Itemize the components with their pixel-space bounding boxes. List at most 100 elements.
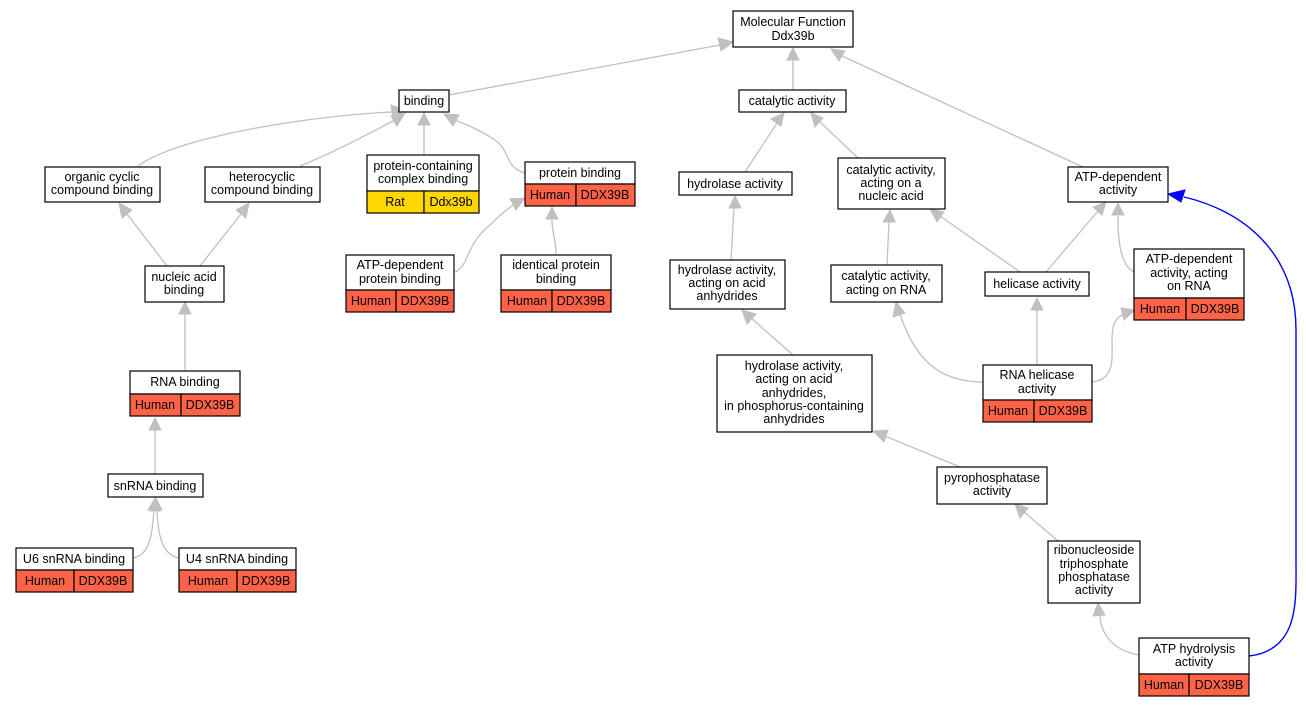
node-label: catalytic activity,	[841, 269, 930, 283]
edge-arrow	[786, 46, 800, 61]
node-protein-containing-complex-binding[interactable]: protein-containing complex binding Rat D…	[366, 154, 480, 214]
edge-acidanh-hydrolase	[730, 207, 735, 261]
node-atp-dependent-activity[interactable]: ATP-dependent activity	[1067, 166, 1169, 203]
node-label: ATP-dependent	[357, 258, 444, 272]
gene-cell-human	[1188, 673, 1250, 697]
gene-cell-human	[73, 569, 134, 593]
edge-arrow	[829, 48, 846, 62]
node-label: snRNA binding	[114, 479, 197, 493]
node-ribonucleoside-triphosphate-phosphatase-activity[interactable]: ribonucleoside triphosphate phosphatase …	[1047, 540, 1141, 604]
edge-rnahel-catrna	[899, 313, 984, 383]
gene-cell-human	[180, 393, 241, 417]
node-molecular-function[interactable]: Molecular Function Ddx39b	[732, 10, 854, 48]
node-label: binding	[404, 94, 444, 108]
edge-arrow	[417, 111, 431, 126]
node-label: ATP hydrolysis	[1153, 642, 1235, 656]
edge-helicase-atpdep	[1045, 210, 1099, 273]
node-label: catalytic activity	[749, 94, 837, 108]
edge-helicase-catnucleic	[939, 215, 1021, 273]
species-label: Human	[988, 404, 1028, 418]
node-label: acting on RNA	[846, 283, 927, 297]
node-catalytic-acting-on-rna[interactable]: catalytic activity, acting on RNA	[830, 264, 943, 303]
edge-arrow	[717, 37, 735, 52]
edge-arrow-highlight	[1166, 189, 1186, 203]
node-atp-dependent-protein-binding[interactable]: ATP-dependent protein binding Human DDX3…	[345, 254, 455, 313]
edge-pyro-phos	[884, 435, 961, 468]
node-label: Molecular Function	[740, 15, 846, 29]
node-snrna-binding[interactable]: snRNA binding	[107, 473, 204, 498]
node-label: heterocyclic	[229, 170, 295, 184]
edge-arrow	[810, 112, 824, 129]
node-hydrolase-acting-on-acid-anhydrides[interactable]: hydrolase activity, acting on acid anhyd…	[669, 259, 786, 310]
node-atp-hydrolysis-activity[interactable]: ATP hydrolysis activity Human DDX39B	[1138, 637, 1250, 697]
gene-label: DDX39B	[1195, 678, 1244, 692]
gene-cell-rat	[423, 190, 480, 214]
edge-arrow	[235, 202, 250, 219]
node-label: protein binding	[539, 166, 621, 180]
node-organic-cyclic-compound-binding[interactable]: organic cyclic compound binding	[44, 166, 161, 203]
edge-rnahel-atprna	[1090, 313, 1125, 383]
node-label: activity	[1099, 183, 1138, 197]
species-label: Human	[25, 574, 65, 588]
edge-arrow	[442, 113, 460, 127]
node-rna-helicase-activity[interactable]: RNA helicase activity Human DDX39B	[982, 364, 1093, 423]
edge-arrow	[882, 208, 896, 223]
node-label: anhydrides,	[762, 386, 827, 400]
edges	[118, 37, 1297, 657]
node-label: nucleic acid	[858, 189, 923, 203]
gene-cell-human	[236, 569, 297, 593]
node-nucleic-acid-binding[interactable]: nucleic acid binding	[144, 265, 225, 303]
gene-label: DDX39B	[401, 294, 450, 308]
node-binding[interactable]: binding	[398, 89, 450, 113]
edge-hydrolase-catalytic	[744, 122, 778, 173]
edge-arrow	[929, 208, 945, 223]
edge-atphyd-atpdep-highlight	[1183, 196, 1297, 657]
gene-cell-human	[1185, 297, 1245, 321]
node-heterocyclic-compound-binding[interactable]: heterocyclic compound binding	[204, 166, 321, 203]
species-label: Rat	[385, 195, 405, 209]
species-label: Human	[530, 188, 570, 202]
gene-label: Ddx39b	[429, 195, 472, 209]
node-identical-protein-binding[interactable]: identical protein binding Human DDX39B	[500, 254, 612, 313]
node-label: hydrolase activity,	[745, 359, 843, 373]
edge-binding-root	[448, 44, 721, 96]
gene-label: DDX39B	[186, 398, 235, 412]
edge-u4-snrna	[156, 509, 180, 559]
edge-arrow	[728, 194, 742, 209]
edge-arrow	[178, 300, 192, 315]
node-label: binding	[536, 272, 576, 286]
node-label: activity, acting	[1150, 266, 1228, 280]
node-rna-binding[interactable]: RNA binding Human DDX39B	[129, 370, 241, 417]
edge-arrow	[871, 429, 889, 443]
node-catalytic-activity[interactable]: catalytic activity	[738, 89, 847, 113]
edge-protein-binding	[454, 119, 526, 174]
species-label: Human	[1144, 678, 1184, 692]
node-label: activity	[1175, 655, 1214, 669]
node-catalytic-acting-on-nucleic-acid[interactable]: catalytic activity, acting on a nucleic …	[837, 157, 946, 210]
node-label: hydrolase activity,	[678, 263, 776, 277]
edge-arrow	[118, 202, 133, 219]
edge-identical-protein	[551, 219, 557, 256]
node-pyrophosphatase-activity[interactable]: pyrophosphatase activity	[936, 466, 1048, 505]
edge-catrna-catnucleic	[886, 221, 890, 266]
edge-atprna-atpdep	[1117, 215, 1135, 273]
edge-atphyd-ribo	[1099, 614, 1140, 656]
node-atp-dependent-activity-acting-on-rna[interactable]: ATP-dependent activity, acting on RNA Hu…	[1133, 248, 1245, 321]
node-label: identical protein	[512, 258, 600, 272]
node-label: organic cyclic	[64, 170, 139, 184]
edge-arrow	[148, 416, 162, 431]
node-hydrolase-activity[interactable]: hydrolase activity	[678, 171, 793, 196]
node-u6-snrna-binding[interactable]: U6 snRNA binding Human DDX39B	[15, 547, 134, 593]
node-u4-snrna-binding[interactable]: U4 snRNA binding Human DDX39B	[178, 547, 297, 593]
edge-arrow	[1030, 296, 1044, 311]
node-hydrolase-acting-on-phosphorus-anhydrides[interactable]: hydrolase activity, acting on acid anhyd…	[716, 354, 873, 433]
edge-arrow	[390, 112, 407, 127]
node-label: U4 snRNA binding	[186, 552, 288, 566]
node-label: activity	[973, 484, 1012, 498]
gene-label: DDX39B	[1039, 404, 1088, 418]
edge-arrow	[545, 205, 559, 220]
nodes: Molecular Function Ddx39b binding cataly…	[15, 10, 1250, 697]
node-protein-binding[interactable]: protein binding Human DDX39B	[524, 161, 636, 207]
node-helicase-activity[interactable]: helicase activity	[984, 271, 1090, 297]
